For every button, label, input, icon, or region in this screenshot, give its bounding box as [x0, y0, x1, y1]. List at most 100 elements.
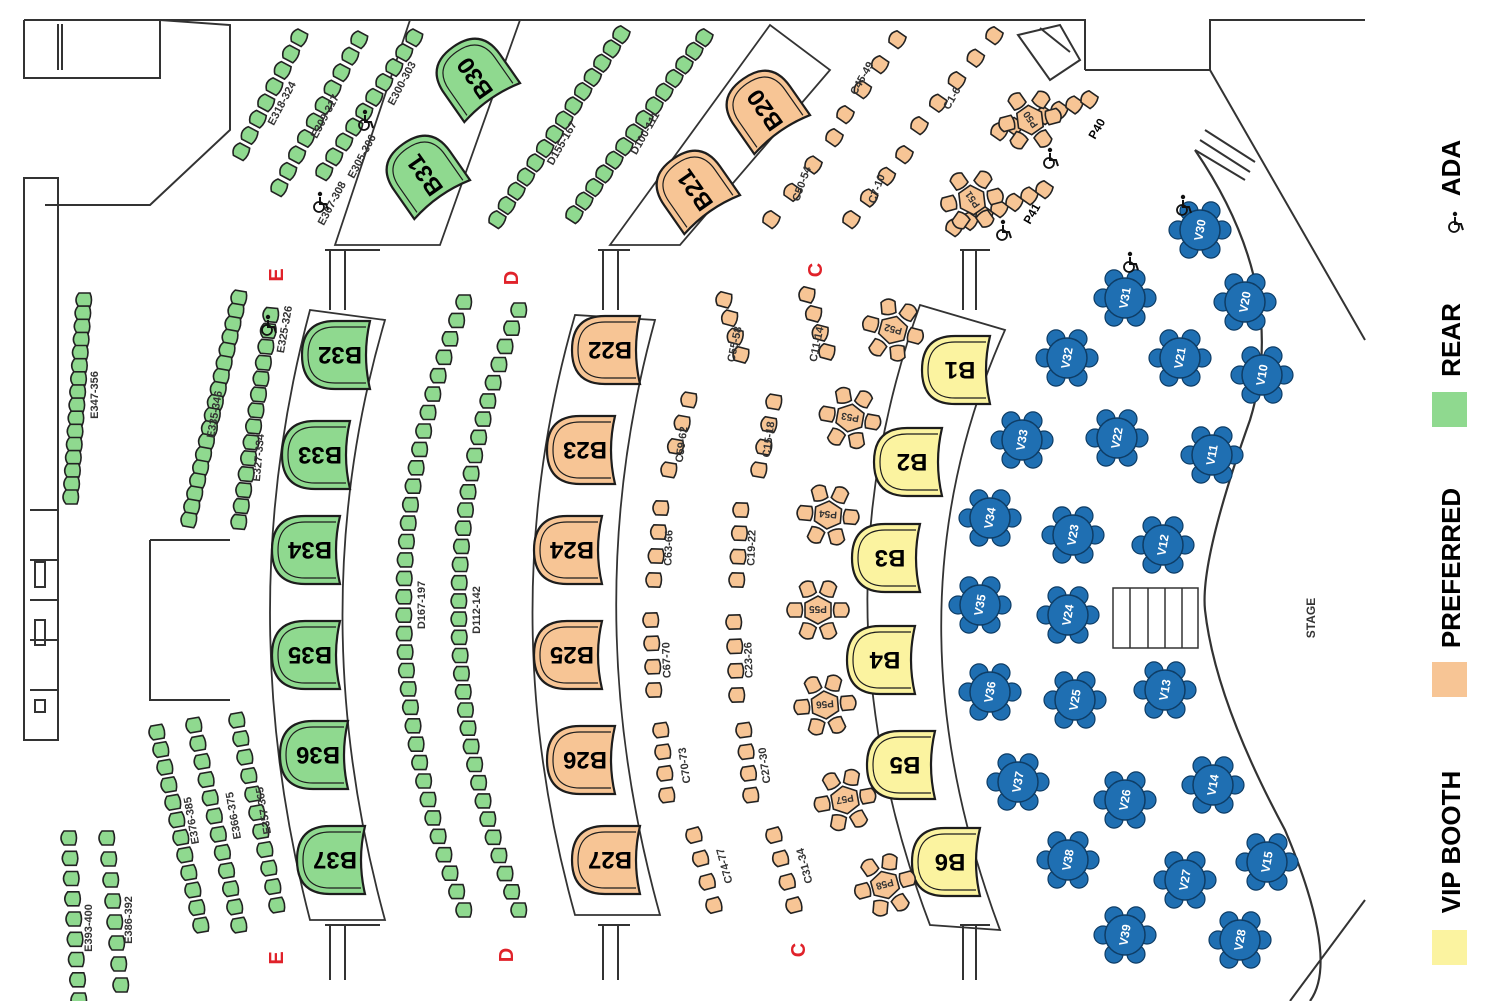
- seat[interactable]: [396, 552, 414, 568]
- seat[interactable]: [68, 397, 86, 413]
- seat[interactable]: [474, 411, 492, 427]
- seat[interactable]: [60, 830, 78, 846]
- seat[interactable]: [424, 386, 442, 402]
- seat[interactable]: [225, 897, 245, 917]
- p-table-p51[interactable]: P51: [929, 157, 1015, 243]
- seat[interactable]: [450, 611, 468, 627]
- seat[interactable]: [644, 681, 663, 699]
- seat[interactable]: [104, 893, 122, 909]
- seat[interactable]: [456, 502, 475, 518]
- seat[interactable]: [263, 877, 283, 896]
- seat[interactable]: [803, 304, 824, 324]
- seat[interactable]: [67, 951, 85, 968]
- seat[interactable]: [829, 484, 851, 506]
- seat[interactable]: [407, 736, 425, 753]
- seat[interactable]: [312, 160, 335, 183]
- seat[interactable]: [730, 525, 749, 542]
- seat[interactable]: [70, 370, 88, 387]
- booth-b37[interactable]: B37: [295, 824, 367, 896]
- p-table-p57[interactable]: P57: [809, 764, 881, 836]
- seat[interactable]: [1030, 88, 1053, 111]
- seat[interactable]: [783, 895, 804, 915]
- seat[interactable]: [462, 738, 480, 755]
- p-table-p56[interactable]: P56: [791, 672, 858, 739]
- seat[interactable]: [792, 698, 811, 716]
- seat[interactable]: [246, 108, 269, 130]
- seat[interactable]: [820, 769, 842, 792]
- seat[interactable]: [435, 349, 453, 366]
- seat[interactable]: [905, 326, 926, 346]
- seat[interactable]: [407, 459, 425, 476]
- seat[interactable]: [424, 810, 442, 826]
- seat[interactable]: [683, 825, 704, 845]
- seat[interactable]: [657, 786, 677, 804]
- seat[interactable]: [98, 830, 116, 846]
- seat[interactable]: [459, 720, 477, 737]
- seat[interactable]: [889, 891, 912, 914]
- seat[interactable]: [455, 902, 473, 918]
- v-table-v22[interactable]: V22: [1085, 409, 1149, 467]
- seat[interactable]: [651, 499, 670, 517]
- seat[interactable]: [251, 370, 271, 388]
- seat[interactable]: [71, 344, 89, 361]
- seat[interactable]: [938, 194, 959, 214]
- seat[interactable]: [510, 902, 528, 918]
- seat[interactable]: [259, 859, 279, 878]
- v-table-v12[interactable]: V12: [1131, 516, 1195, 574]
- seat[interactable]: [429, 828, 447, 845]
- seat[interactable]: [871, 899, 889, 918]
- seat[interactable]: [75, 292, 93, 308]
- seat[interactable]: [249, 386, 268, 403]
- seat[interactable]: [727, 686, 746, 704]
- seat[interactable]: [267, 176, 290, 199]
- seat[interactable]: [187, 898, 207, 917]
- seat[interactable]: [822, 126, 846, 149]
- seat[interactable]: [261, 306, 280, 324]
- seat[interactable]: [818, 578, 839, 600]
- seat[interactable]: [644, 571, 663, 589]
- v-table-v27[interactable]: V27: [1153, 851, 1217, 909]
- seat[interactable]: [659, 460, 679, 479]
- seat[interactable]: [429, 367, 447, 384]
- seat[interactable]: [342, 116, 365, 138]
- seat[interactable]: [69, 384, 87, 400]
- seat[interactable]: [797, 578, 818, 600]
- seat[interactable]: [63, 462, 81, 479]
- seat[interactable]: [727, 571, 746, 589]
- seat[interactable]: [332, 130, 355, 153]
- v-table-v23[interactable]: V23: [1041, 506, 1105, 564]
- seat[interactable]: [823, 672, 844, 694]
- seat[interactable]: [679, 390, 699, 409]
- seat[interactable]: [907, 114, 931, 137]
- seat[interactable]: [234, 481, 253, 499]
- p-table-p50[interactable]: P50: [987, 77, 1073, 163]
- seat[interactable]: [892, 143, 916, 166]
- v-table-v34[interactable]: V34: [958, 489, 1022, 547]
- seat[interactable]: [825, 426, 847, 449]
- seat[interactable]: [100, 851, 118, 867]
- p-table-p58[interactable]: P58: [847, 847, 923, 923]
- seat[interactable]: [809, 482, 830, 504]
- seat[interactable]: [70, 992, 88, 1001]
- v-table-v20[interactable]: V20: [1213, 273, 1277, 331]
- seat[interactable]: [231, 729, 251, 748]
- booth-b3[interactable]: B3: [850, 522, 922, 594]
- seat[interactable]: [279, 43, 302, 65]
- v-table-v38[interactable]: V38: [1036, 831, 1100, 889]
- seat[interactable]: [448, 883, 466, 900]
- booth-b27[interactable]: B27: [570, 824, 642, 896]
- seat[interactable]: [396, 644, 414, 660]
- seat[interactable]: [879, 297, 897, 316]
- seat[interactable]: [454, 520, 472, 537]
- p-table-p52[interactable]: P52: [855, 292, 931, 368]
- seat[interactable]: [852, 881, 873, 901]
- booth-b22[interactable]: B22: [570, 314, 642, 386]
- booth-b36[interactable]: B36: [278, 719, 350, 791]
- v-table-v33[interactable]: V33: [990, 411, 1054, 469]
- booth-b2[interactable]: B2: [872, 426, 944, 498]
- seat[interactable]: [61, 850, 79, 867]
- seat[interactable]: [474, 793, 492, 809]
- seat[interactable]: [451, 556, 469, 573]
- seat[interactable]: [456, 702, 475, 718]
- seat[interactable]: [470, 429, 488, 446]
